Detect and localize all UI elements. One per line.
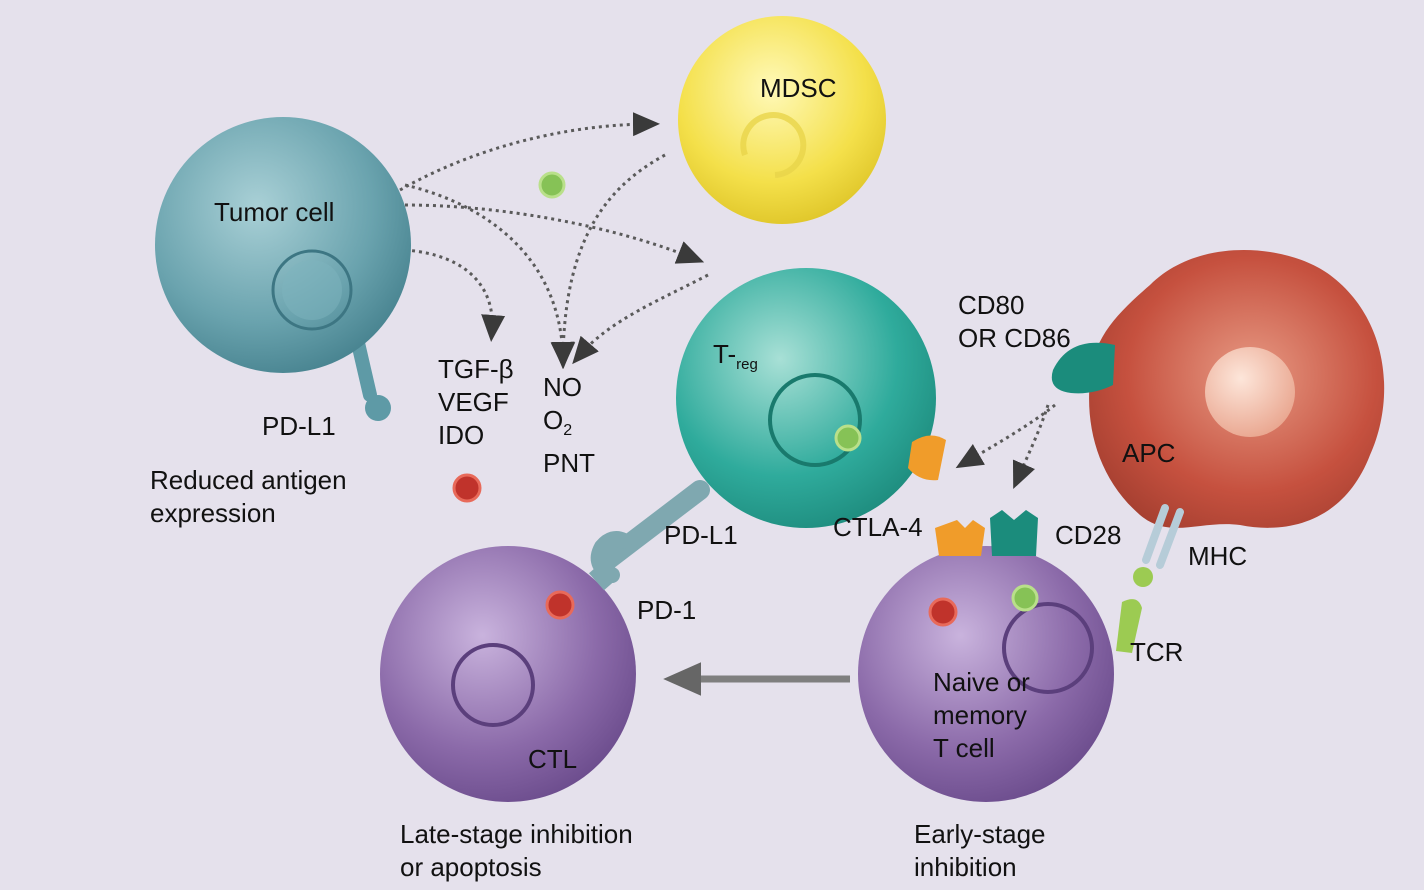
tumor-nucleus — [271, 249, 353, 331]
tcr-receptor — [1116, 599, 1142, 653]
arrow-tumor-to-mdsc — [399, 112, 660, 192]
treg-nucleus — [768, 373, 862, 467]
ctla4-label: CTLA-4 — [833, 512, 923, 542]
ctl-label: CTL — [528, 744, 578, 774]
arrow-mdsc-to-no — [551, 153, 666, 369]
mhc-label: MHC — [1188, 541, 1248, 571]
naive-stimulatory-marker — [1011, 584, 1039, 612]
arrow-cd80-to-ctla4 — [955, 403, 1056, 469]
apc-cell — [1051, 250, 1385, 569]
arrow-cd80-to-cd28 — [1012, 404, 1050, 490]
tumor-cell-label: Tumor cell — [214, 197, 335, 227]
ctla4-receptor-treg — [908, 435, 946, 481]
tumor-pd-l1-label: PD-L1 — [262, 411, 336, 441]
cd80-cd86-ligand — [1051, 342, 1115, 394]
arrow-tumor-to-factors — [404, 248, 506, 342]
ctl-inhibitory-marker — [545, 590, 575, 620]
arrow-tumor-to-no — [404, 183, 575, 369]
pd1-label: PD-1 — [637, 595, 697, 625]
mdsc-nucleus — [740, 112, 807, 178]
ctl-cell — [380, 546, 636, 802]
naive-nucleus — [1002, 602, 1094, 694]
mdsc-label: MDSC — [760, 73, 837, 103]
cd28-label: CD28 — [1055, 520, 1122, 550]
reduced-antigen-marker — [452, 473, 482, 503]
tumor-cell — [155, 117, 411, 421]
stimulatory-marker — [538, 171, 862, 452]
pd-1-receptor — [589, 562, 616, 591]
naive-t-cell — [858, 510, 1153, 802]
cd28-receptor — [990, 510, 1038, 556]
treg-label: T-reg — [713, 339, 758, 373]
ctl-nucleus — [451, 643, 535, 727]
mhc-molecule — [1142, 504, 1184, 569]
apc-nucleus — [1205, 347, 1295, 437]
naive-inhibitory-marker — [928, 597, 958, 627]
arrow-tumor-to-treg — [404, 203, 705, 264]
signalling-arrows — [399, 112, 1056, 490]
treg-pd-l1-label: PD-L1 — [664, 520, 738, 550]
treg-cell — [590, 268, 946, 583]
ctla4-receptor-tcell — [935, 520, 985, 556]
apc-label: APC — [1122, 438, 1176, 468]
mdsc-cell — [678, 16, 886, 224]
arrow-treg-to-no — [572, 273, 709, 365]
mdsc-factors-list: NO O2 PNT — [543, 372, 595, 478]
tcr-label: TCR — [1130, 637, 1184, 667]
